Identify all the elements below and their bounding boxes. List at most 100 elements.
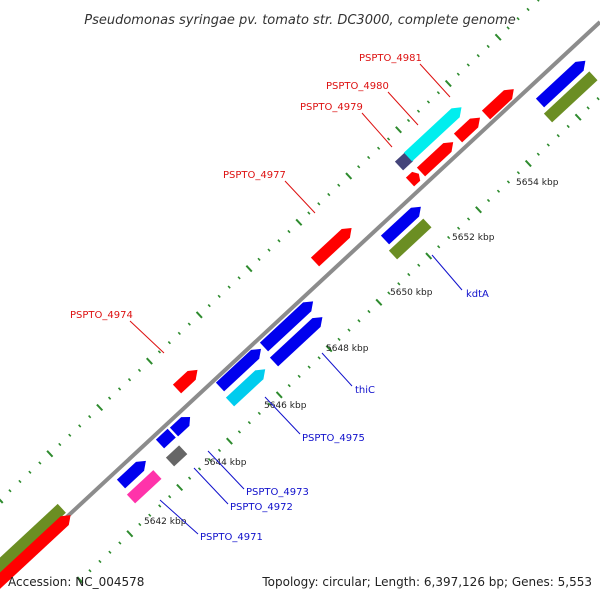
gene-label[interactable]: PSPTO_4975 bbox=[302, 433, 365, 444]
tick-mark bbox=[444, 79, 452, 88]
gene-feature[interactable] bbox=[0, 503, 66, 580]
tick-mark bbox=[68, 433, 72, 437]
gene-feature[interactable] bbox=[535, 60, 586, 108]
tick-mark bbox=[586, 106, 590, 110]
gene-feature[interactable] bbox=[126, 470, 162, 504]
tick-mark bbox=[8, 489, 12, 493]
tick-mark bbox=[117, 387, 122, 391]
gene-feature[interactable] bbox=[116, 460, 146, 489]
tick-row-upper bbox=[0, 0, 540, 504]
tick-mark bbox=[158, 504, 162, 508]
gene-feature[interactable] bbox=[259, 301, 314, 352]
gene-feature[interactable] bbox=[225, 369, 266, 407]
tick-mark bbox=[118, 541, 122, 545]
gene-label[interactable]: PSPTO_4974 bbox=[70, 310, 133, 321]
tick-mark bbox=[227, 285, 231, 289]
tick-mark bbox=[407, 272, 411, 277]
gene-feature[interactable] bbox=[0, 515, 71, 594]
tick-mark bbox=[516, 17, 520, 21]
tick-mark bbox=[18, 479, 22, 484]
tick-mark bbox=[437, 245, 441, 249]
gene-label[interactable]: thiC bbox=[355, 385, 375, 396]
gene-feature[interactable] bbox=[310, 228, 352, 267]
label-leader-line bbox=[361, 112, 393, 148]
gene-label[interactable]: PSPTO_4981 bbox=[359, 53, 422, 64]
tick-mark bbox=[387, 291, 391, 295]
gene-feature[interactable] bbox=[388, 218, 432, 260]
gene-feature[interactable] bbox=[155, 428, 176, 449]
tick-mark bbox=[38, 461, 42, 465]
label-leader-line bbox=[129, 320, 165, 354]
tick-mark bbox=[88, 415, 92, 419]
tick-mark bbox=[556, 134, 560, 138]
label-leader-line bbox=[387, 91, 419, 126]
tick-mark bbox=[287, 229, 291, 234]
tick-mark bbox=[176, 483, 184, 492]
tick-mark bbox=[375, 298, 383, 306]
gene-label[interactable]: PSPTO_4971 bbox=[200, 532, 263, 543]
tick-mark bbox=[257, 411, 261, 416]
tick-mark bbox=[295, 218, 303, 226]
tick-mark bbox=[257, 257, 261, 261]
gene-label[interactable]: PSPTO_4972 bbox=[230, 502, 293, 513]
tick-mark bbox=[494, 33, 502, 41]
gene-feature[interactable] bbox=[403, 107, 462, 162]
kbp-marker: 5650 kbp bbox=[390, 288, 433, 298]
tick-mark bbox=[475, 206, 482, 214]
tick-mark bbox=[436, 91, 440, 95]
tick-mark bbox=[506, 26, 510, 30]
gene-label[interactable]: PSPTO_4977 bbox=[223, 170, 286, 181]
gene-feature[interactable] bbox=[215, 348, 261, 392]
gene-feature[interactable] bbox=[416, 142, 454, 177]
tick-mark bbox=[347, 328, 351, 332]
tick-mark bbox=[317, 356, 321, 360]
gene-feature[interactable] bbox=[165, 445, 188, 467]
gene-label[interactable]: PSPTO_4980 bbox=[326, 81, 389, 92]
tick-mark bbox=[345, 172, 353, 180]
gene-feature[interactable] bbox=[543, 71, 598, 123]
topology-summary: Topology: circular; Length: 6,397,126 bp… bbox=[261, 575, 592, 589]
genome-backbone bbox=[0, 20, 600, 581]
tick-mark bbox=[466, 63, 470, 67]
tick-mark bbox=[207, 458, 212, 462]
tick-mark bbox=[237, 276, 241, 280]
tick-mark bbox=[377, 146, 381, 150]
tick-mark bbox=[297, 374, 301, 379]
tick-mark bbox=[457, 226, 461, 230]
gene-feature[interactable] bbox=[405, 171, 421, 187]
genome-title: Pseudomonas syringae pv. tomato str. DC3… bbox=[84, 13, 516, 28]
gene-feature[interactable] bbox=[481, 89, 514, 120]
tick-mark bbox=[197, 467, 202, 471]
gene-feature[interactable] bbox=[453, 117, 480, 143]
tick-mark bbox=[0, 498, 4, 504]
kbp-marker: 5654 kbp bbox=[516, 178, 559, 188]
tick-mark bbox=[466, 217, 471, 221]
label-leader-line bbox=[284, 180, 316, 214]
gene-label[interactable]: PSPTO_4973 bbox=[246, 487, 309, 498]
tick-mark bbox=[456, 72, 460, 76]
tick-mark bbox=[325, 344, 333, 353]
kbp-marker: 5646 kbp bbox=[264, 401, 307, 411]
gene-feature[interactable] bbox=[380, 206, 421, 245]
tick-mark bbox=[395, 126, 402, 134]
tick-mark bbox=[138, 522, 142, 527]
gene-feature[interactable] bbox=[169, 417, 191, 437]
tick-mark bbox=[566, 124, 570, 129]
tick-mark bbox=[536, 0, 540, 2]
tick-mark bbox=[486, 198, 491, 203]
gene-label[interactable]: PSPTO_4979 bbox=[300, 102, 363, 113]
feature-layer bbox=[0, 60, 598, 594]
tick-mark bbox=[76, 576, 84, 584]
gene-label[interactable]: kdtA bbox=[466, 289, 489, 300]
tick-mark bbox=[327, 192, 331, 197]
label-leader-line bbox=[159, 499, 199, 535]
gene-feature[interactable] bbox=[172, 369, 198, 394]
tick-mark bbox=[516, 171, 520, 175]
tick-mark bbox=[397, 282, 401, 286]
label-layer: PSPTO_4981PSPTO_4980PSPTO_4979PSPTO_4977… bbox=[70, 53, 489, 543]
tick-mark bbox=[277, 239, 281, 243]
tick-mark bbox=[126, 530, 134, 538]
gene-feature[interactable] bbox=[269, 317, 323, 367]
tick-mark bbox=[217, 294, 221, 299]
